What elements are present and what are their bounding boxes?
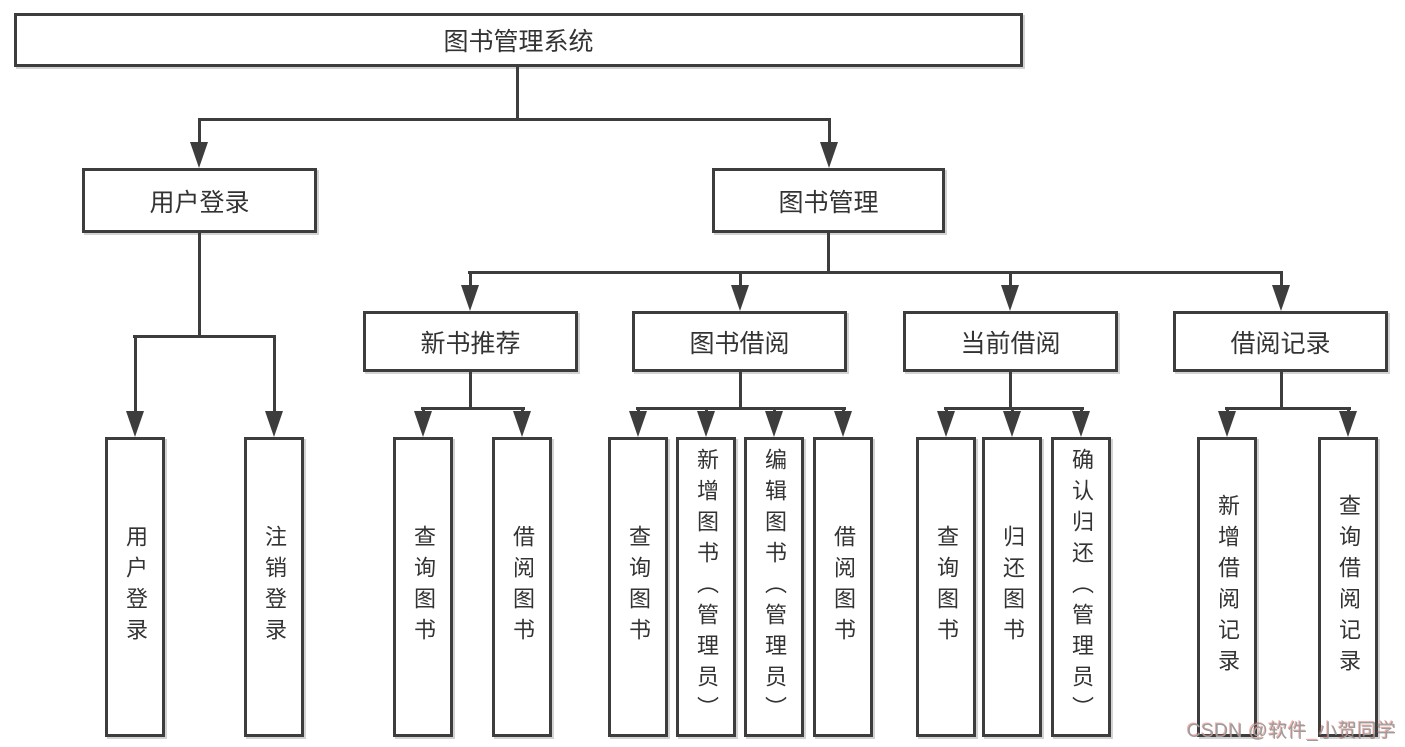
node-new-book-recommendation: 新书推荐 xyxy=(363,311,578,372)
connector-level3-bar xyxy=(468,271,1283,274)
node-book-management-label: 图书管理 xyxy=(778,188,879,217)
leaf-query-books-3: 查询图书 xyxy=(916,437,976,737)
arrowhead-borrow-books-1 xyxy=(513,411,531,437)
leaf-query-borrow-record-label: 查询借阅记录 xyxy=(1336,494,1361,680)
node-book-borrowing: 图书借阅 xyxy=(632,311,847,372)
csdn-watermark: CSDN @软件_小贺同学 xyxy=(1187,721,1397,742)
connector-drop-query-books-1 xyxy=(422,407,425,414)
connector-drop-query-record xyxy=(1347,407,1350,414)
leaf-add-books-admin: 新增图书（管理员） xyxy=(676,437,736,737)
arrowhead-current-borrowing xyxy=(1001,285,1019,311)
node-library-system-label: 图书管理系统 xyxy=(443,28,594,56)
leaf-return-books: 归还图书 xyxy=(982,437,1042,737)
node-borrowing-records: 借阅记录 xyxy=(1173,311,1388,372)
arrowhead-query-record xyxy=(1339,411,1357,437)
node-user-login-label: 用户登录 xyxy=(149,188,250,217)
connector-drop-new-book xyxy=(469,271,472,288)
connector-drop-add-record xyxy=(1226,407,1229,414)
connector-drop-user-login xyxy=(198,118,201,145)
arrowhead-add-record xyxy=(1218,411,1236,437)
leaf-query-books-2-label: 查询图书 xyxy=(626,525,651,649)
arrowhead-login-leaf xyxy=(126,411,144,437)
node-new-book-recommendation-label: 新书推荐 xyxy=(420,329,521,358)
leaf-user-login-label: 用户登录 xyxy=(123,525,148,649)
node-book-borrowing-label: 图书借阅 xyxy=(689,329,790,358)
leaf-query-books-1: 查询图书 xyxy=(393,437,453,737)
arrowhead-query-books-3 xyxy=(937,411,955,437)
node-library-system: 图书管理系统 xyxy=(14,13,1023,67)
connector-book-management-stem xyxy=(827,232,830,274)
leaf-add-borrow-record: 新增借阅记录 xyxy=(1197,437,1257,737)
leaf-query-borrow-record: 查询借阅记录 xyxy=(1318,437,1378,737)
connector-root-stem xyxy=(516,67,519,121)
leaf-borrow-books-1: 借阅图书 xyxy=(492,437,552,737)
connector-drop-current-borrowing xyxy=(1009,271,1012,288)
connector-drop-logout-leaf xyxy=(273,335,276,414)
connector-borrowing-records-stem xyxy=(1280,371,1283,410)
arrowhead-logout-leaf xyxy=(265,411,283,437)
connector-book-borrowing-bar xyxy=(636,407,846,410)
connector-drop-edit-books xyxy=(773,407,776,414)
arrowhead-return-books xyxy=(1003,411,1021,437)
leaf-confirm-return-admin: 确认归还（管理员） xyxy=(1051,437,1111,737)
leaf-user-login: 用户登录 xyxy=(105,437,165,737)
connector-book-borrowing-stem xyxy=(739,371,742,410)
node-book-management: 图书管理 xyxy=(712,168,945,233)
connector-drop-book-management xyxy=(828,118,831,145)
connector-user-login-stem xyxy=(198,232,201,338)
leaf-edit-books-admin-label: 编辑图书（管理员） xyxy=(762,447,787,727)
arrowhead-add-books xyxy=(697,411,715,437)
leaf-add-books-admin-label: 新增图书（管理员） xyxy=(694,447,719,727)
leaf-borrow-books-1-label: 借阅图书 xyxy=(510,525,535,649)
connector-drop-return-books xyxy=(1011,407,1014,414)
leaf-logout-login: 注销登录 xyxy=(244,437,304,737)
node-current-borrowing-label: 当前借阅 xyxy=(960,329,1061,358)
arrowhead-query-books-1 xyxy=(414,411,432,437)
leaf-query-books-1-label: 查询图书 xyxy=(411,525,436,649)
arrowhead-borrow-books-2 xyxy=(834,411,852,437)
connector-new-book-bar xyxy=(421,407,525,410)
leaf-edit-books-admin: 编辑图书（管理员） xyxy=(744,437,804,737)
node-user-login: 用户登录 xyxy=(82,168,317,233)
connector-drop-book-borrowing xyxy=(739,271,742,288)
leaf-borrow-books-2-label: 借阅图书 xyxy=(831,525,856,649)
leaf-borrow-books-2: 借阅图书 xyxy=(813,437,873,737)
arrowhead-book-management xyxy=(820,142,838,168)
leaf-query-books-2: 查询图书 xyxy=(608,437,668,737)
leaf-return-books-label: 归还图书 xyxy=(1000,525,1025,649)
connector-drop-login-leaf xyxy=(134,335,137,414)
arrowhead-borrowing-records xyxy=(1272,285,1290,311)
connector-drop-confirm-return xyxy=(1080,407,1083,414)
leaf-add-borrow-record-label: 新增借阅记录 xyxy=(1215,494,1240,680)
connector-drop-query-books-3 xyxy=(945,407,948,414)
connector-drop-borrow-books-2 xyxy=(842,407,845,414)
leaf-confirm-return-admin-label: 确认归还（管理员） xyxy=(1069,447,1094,727)
connector-drop-add-books xyxy=(705,407,708,414)
connector-drop-borrow-books-1 xyxy=(521,407,524,414)
connector-borrowing-records-bar xyxy=(1225,407,1351,410)
connector-current-borrowing-stem xyxy=(1009,371,1012,410)
node-current-borrowing: 当前借阅 xyxy=(903,311,1118,372)
connector-drop-query-books-2 xyxy=(637,407,640,414)
arrowhead-query-books-2 xyxy=(629,411,647,437)
connector-current-borrowing-bar xyxy=(944,407,1084,410)
connector-drop-borrowing-records xyxy=(1280,271,1283,288)
arrowhead-user-login xyxy=(190,142,208,168)
leaf-logout-login-label: 注销登录 xyxy=(262,525,287,649)
arrowhead-edit-books xyxy=(765,411,783,437)
arrowhead-book-borrowing xyxy=(731,285,749,311)
leaf-query-books-3-label: 查询图书 xyxy=(934,525,959,649)
node-borrowing-records-label: 借阅记录 xyxy=(1230,329,1331,358)
connector-new-book-stem xyxy=(469,371,472,410)
arrowhead-confirm-return xyxy=(1072,411,1090,437)
connector-root-bar xyxy=(198,118,831,121)
arrowhead-new-book xyxy=(461,285,479,311)
connector-user-login-bar xyxy=(133,335,276,338)
